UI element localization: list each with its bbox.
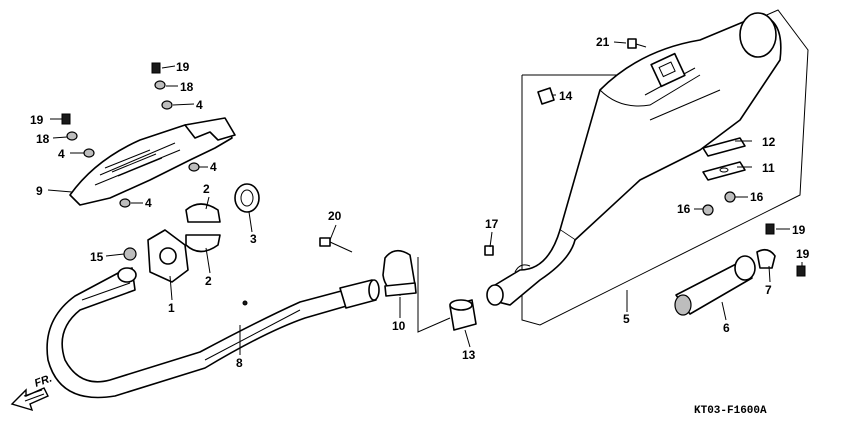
front-direction-label: FR. (33, 372, 54, 389)
exhaust-pipe (46, 267, 380, 399)
callout-3: 3 (250, 232, 257, 246)
callout-12: 12 (762, 135, 776, 149)
nut-15 (123, 247, 137, 261)
cap-nut-14 (537, 87, 555, 105)
bolt-21 (627, 38, 647, 49)
gasket-sleeve (449, 299, 477, 331)
callout-15: 15 (90, 250, 104, 264)
washers-18 (66, 80, 166, 141)
plate-upper (702, 137, 746, 157)
bolt-17 (484, 245, 494, 256)
bolt-20 (319, 237, 353, 253)
callout-14: 14 (559, 89, 573, 103)
callout-4-middle: 4 (210, 160, 217, 174)
washers-4 (83, 100, 200, 208)
callout-20: 20 (328, 209, 342, 223)
callout-11: 11 (762, 161, 775, 175)
callout-21: 21 (596, 35, 610, 49)
callout-19-left: 19 (30, 113, 44, 127)
heat-guard (69, 117, 236, 206)
callout-5: 5 (623, 312, 630, 326)
callout-16-right: 16 (750, 190, 764, 204)
gasket (147, 229, 189, 283)
callout-13: 13 (462, 348, 476, 362)
callout-19-upper: 19 (176, 60, 190, 74)
callout-10: 10 (392, 319, 406, 333)
callout-2-upper: 2 (203, 182, 210, 196)
callout-19-right: 19 (792, 223, 806, 237)
muffler (486, 12, 782, 306)
callout-16-left: 16 (677, 202, 691, 216)
clamp (382, 249, 417, 297)
nut-16a (702, 204, 714, 216)
front-direction-arrow-icon (10, 387, 49, 412)
callout-19-far-right: 19 (796, 247, 810, 261)
callout-6: 6 (723, 321, 730, 335)
callout-7: 7 (765, 283, 772, 297)
nut-16b (724, 191, 736, 203)
callout-8: 8 (236, 356, 243, 370)
tail-pipe (674, 255, 756, 316)
plate-lower (702, 161, 746, 181)
collar-lower (185, 234, 221, 253)
callout-18-left: 18 (36, 132, 50, 146)
callout-9: 9 (36, 184, 43, 198)
callout-2-lower: 2 (205, 274, 212, 288)
callout-18-upper: 18 (180, 80, 194, 94)
ring-gasket (234, 183, 260, 213)
callout-17: 17 (485, 217, 499, 231)
callout-4-lower: 4 (145, 196, 152, 210)
callout-4-left: 4 (58, 147, 65, 161)
collar-upper (185, 203, 221, 223)
callout-4-upper: 4 (196, 98, 203, 112)
diagram-code: KT03-F1600A (694, 405, 767, 417)
callout-1: 1 (168, 301, 175, 315)
tail-pipe-clamp (756, 248, 776, 269)
